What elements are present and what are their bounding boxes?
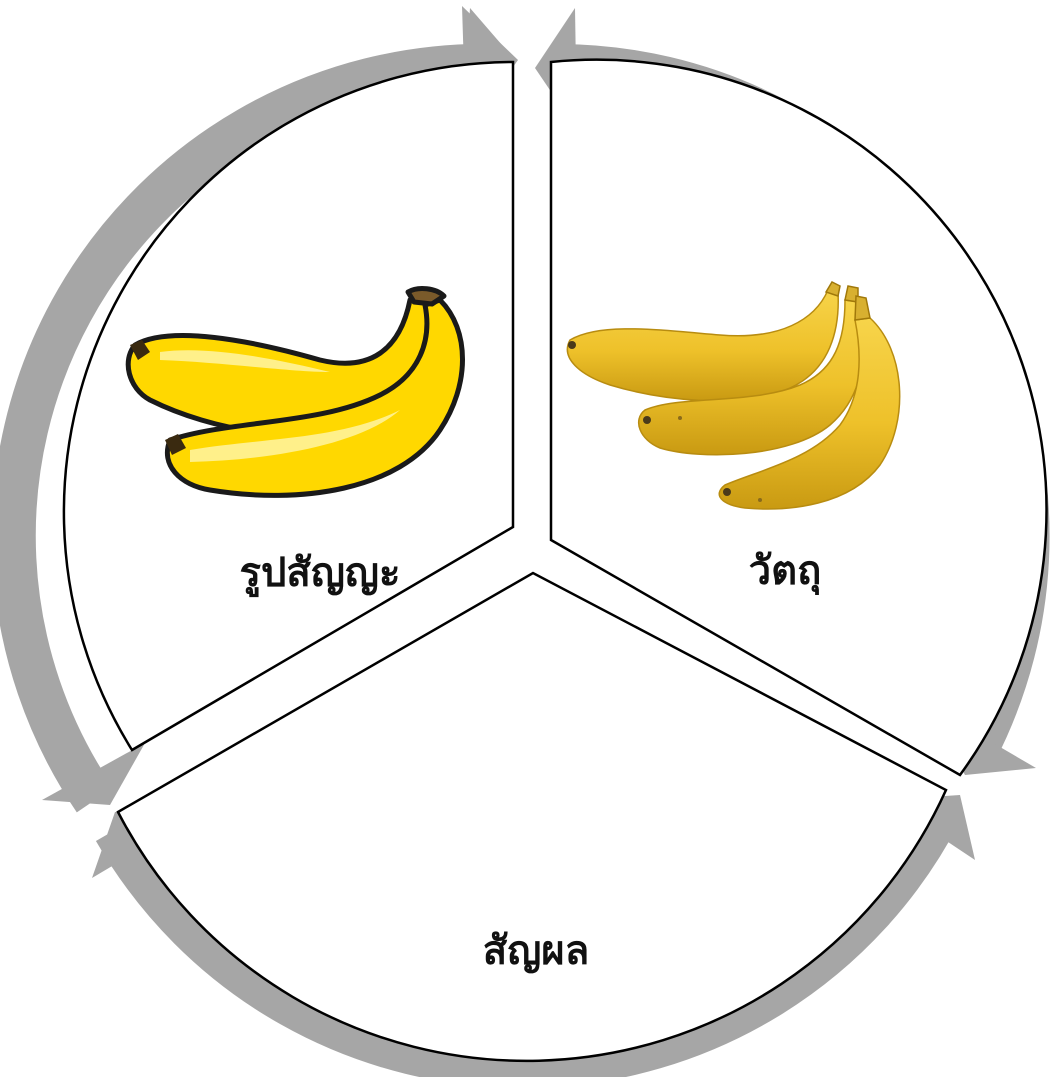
label-object: วัตถุ	[749, 538, 822, 602]
label-meaning: สัญผล	[483, 918, 589, 982]
label-symbol: รูปสัญญะ	[240, 540, 401, 604]
